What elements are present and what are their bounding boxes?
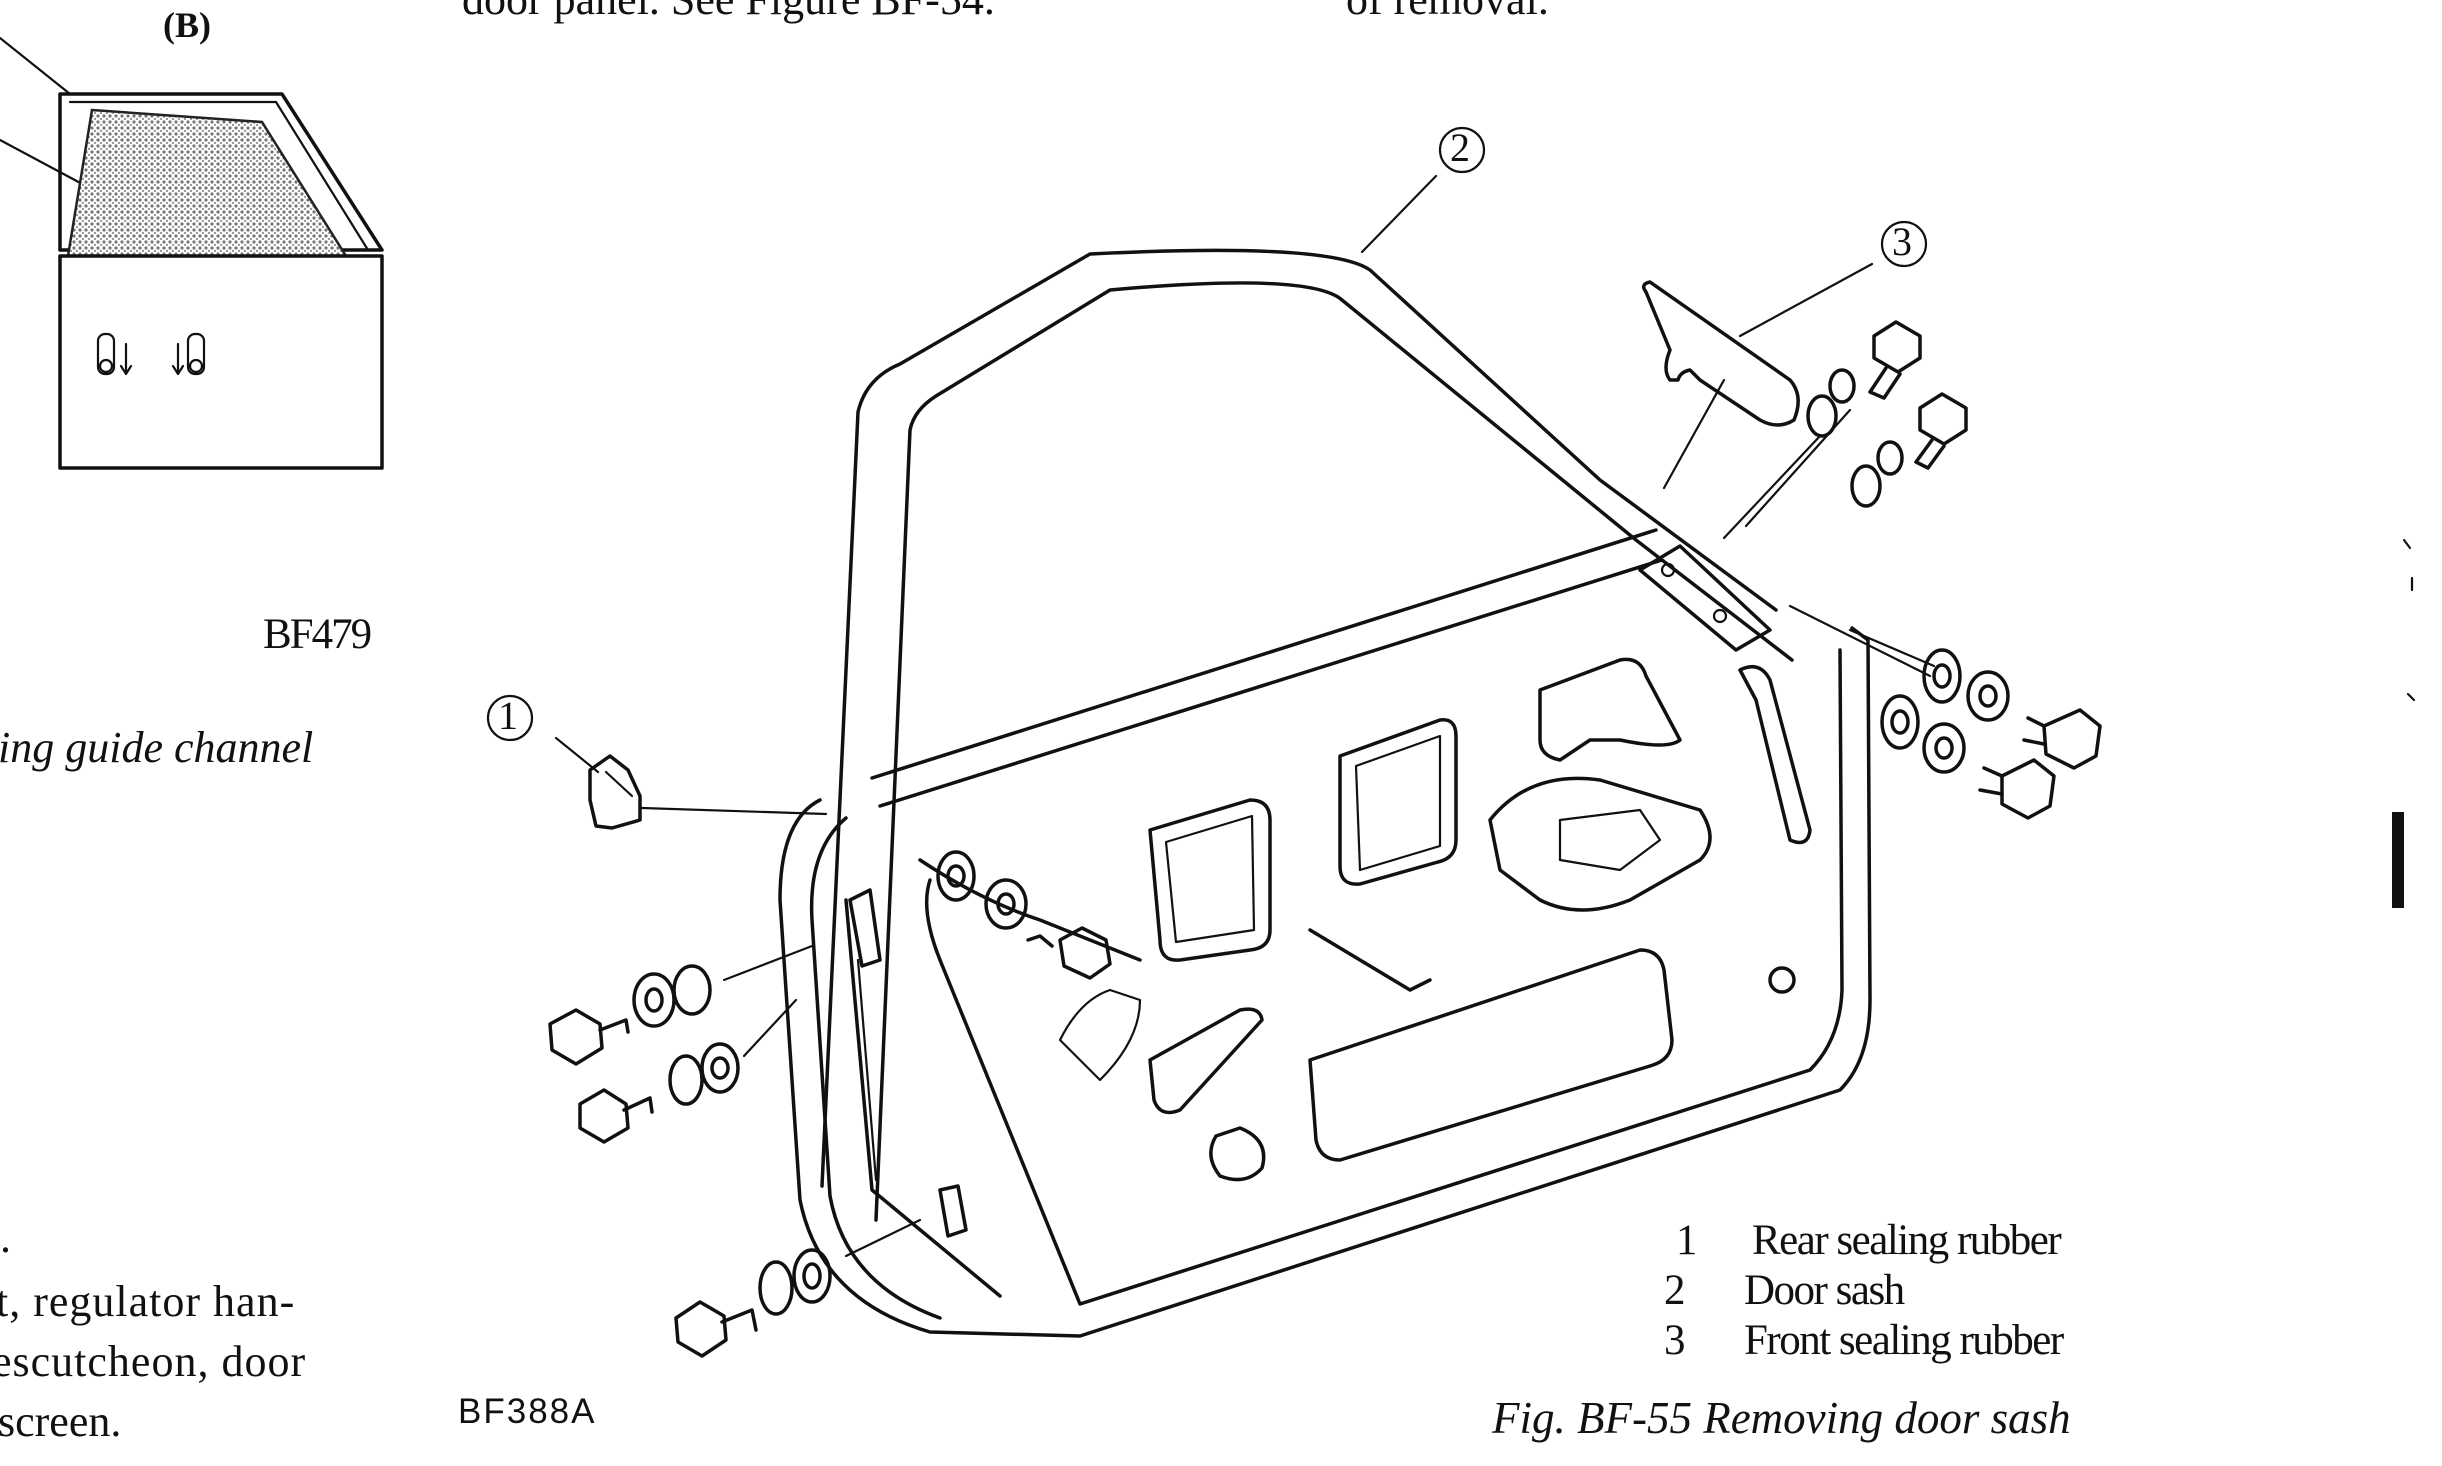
rear-sealing-rubber xyxy=(588,754,642,830)
inset-label: (B) xyxy=(163,5,211,45)
front-upper-bolts xyxy=(1806,320,1968,508)
door-sash xyxy=(820,248,1778,1188)
lower-hinge-bolt xyxy=(674,1248,832,1358)
legend-number: 1 xyxy=(1676,1217,1698,1264)
legend-row: 3 Front sealing rubber xyxy=(1664,1316,2124,1366)
legend-number: 3 xyxy=(1664,1317,1686,1364)
figure-code: BF388A xyxy=(458,1392,597,1431)
top-text-fragment-right: of removal. xyxy=(1346,0,1549,25)
legend-label: Door sash xyxy=(1744,1267,1905,1314)
legend-label: Rear sealing rubber xyxy=(1752,1217,2062,1264)
left-hinge-bolts xyxy=(548,964,740,1144)
callout-1: 1 xyxy=(498,693,518,738)
figure-caption: Fig. BF-55 Removing door sash xyxy=(1492,1393,2071,1443)
legend-number: 2 xyxy=(1664,1267,1686,1314)
inset-figure-code: BF479 xyxy=(263,611,372,658)
mid-door-bolts xyxy=(936,850,1112,980)
left-text-line-3: screen. xyxy=(0,1397,122,1446)
legend-label: Front sealing rubber xyxy=(1744,1317,2064,1364)
callout-3: 3 xyxy=(1892,219,1912,264)
legend-row: 1 Rear sealing rubber xyxy=(1664,1216,2124,1266)
callout-2: 2 xyxy=(1450,125,1470,170)
left-text-line-1: t, regulator han- xyxy=(0,1277,296,1326)
top-text-fragment-left: door panel. See Figure BF-54. xyxy=(462,0,995,25)
bolt-icon xyxy=(96,332,206,376)
legend-row: 2 Door sash xyxy=(1664,1266,2124,1316)
left-text-line-2: escutcheon, door xyxy=(0,1337,307,1386)
left-caption-fragment: ing guide channel xyxy=(0,723,314,772)
callout-circles xyxy=(486,126,1928,742)
left-text-dot: . xyxy=(0,1213,11,1262)
inset-door-diagram xyxy=(0,36,384,470)
rear-bolts xyxy=(1880,648,2102,820)
front-sealing-rubber xyxy=(1642,280,1800,427)
